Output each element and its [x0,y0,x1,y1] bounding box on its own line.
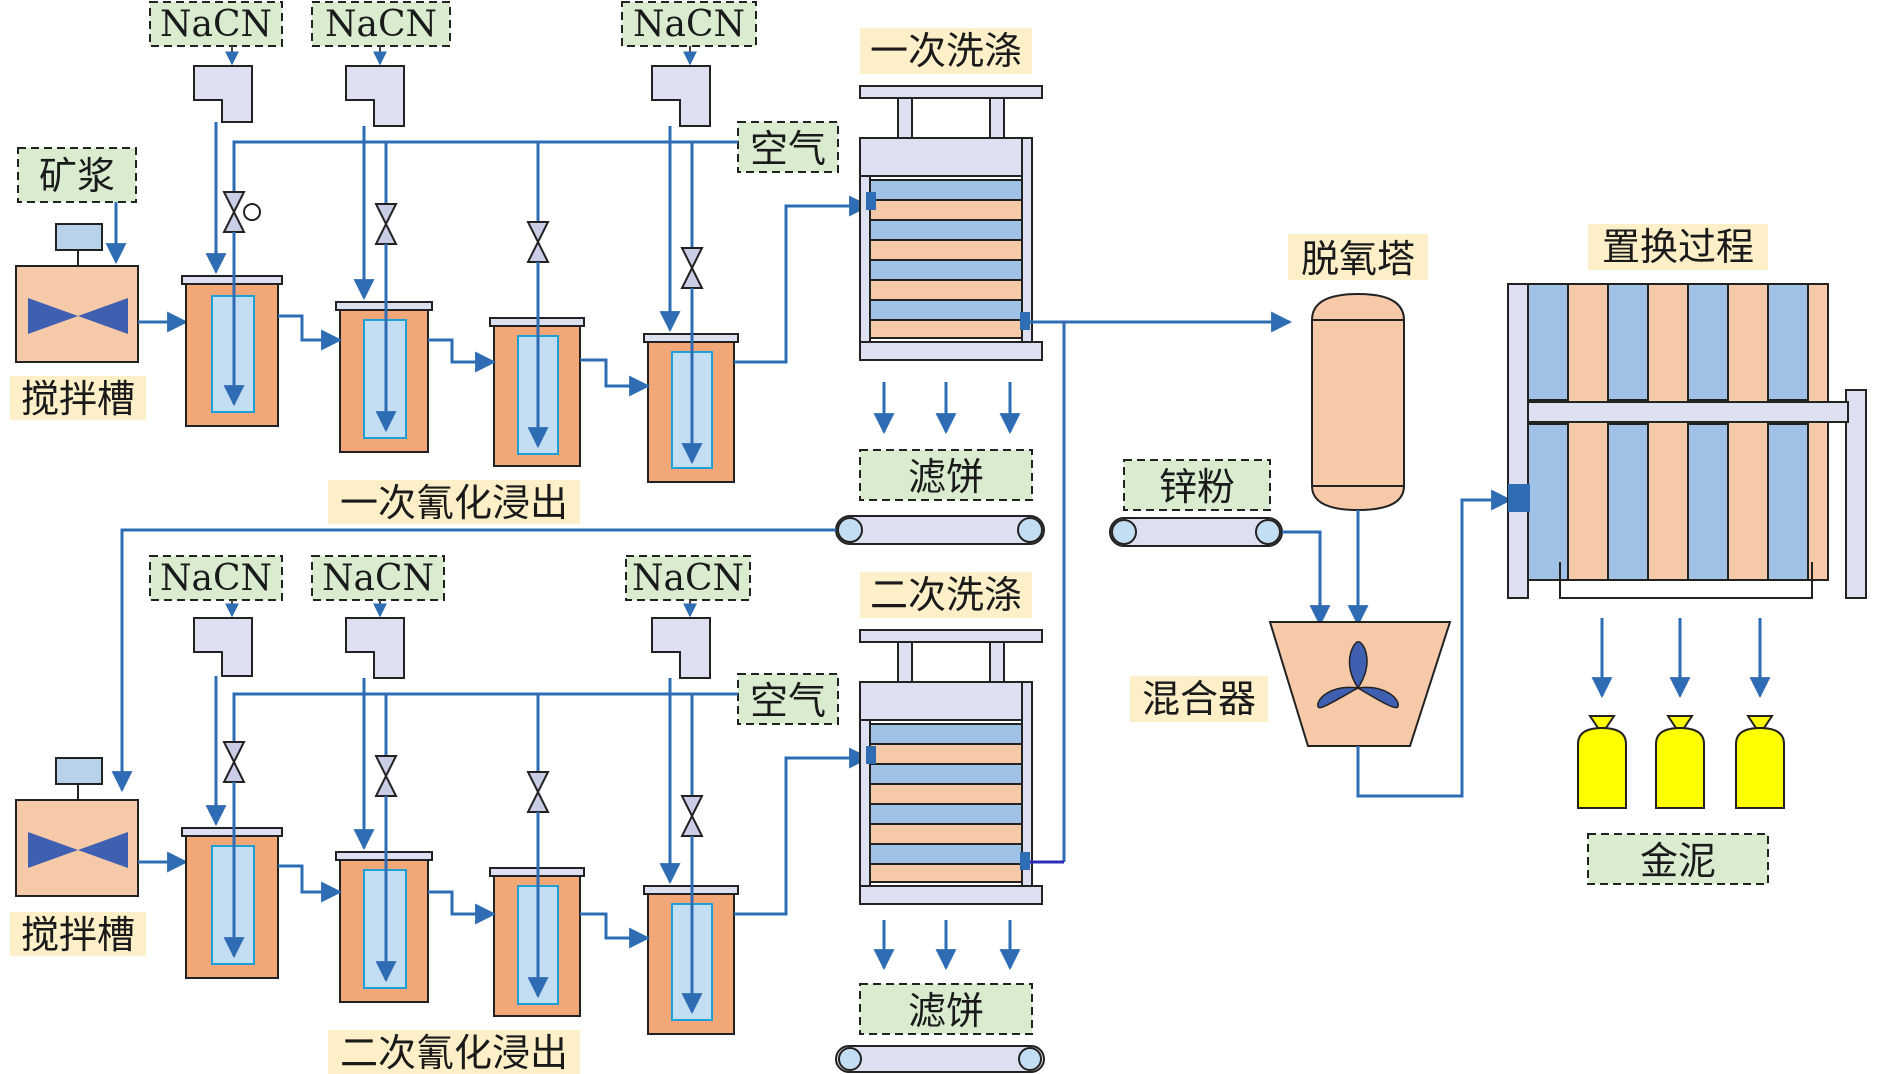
leach-tank [643,678,739,1035]
reagent-hopper [193,65,253,123]
filter-press: 一次洗涤 [859,28,1043,361]
nacn-label: NaCN [632,558,744,599]
nacn-box: NaCN [311,1,451,47]
agitator-icon [28,298,128,334]
nacn-label: NaCN [325,4,437,45]
slurry-label: 矿浆 [39,154,115,198]
nacn-box: NaCN [625,555,751,601]
replace-label: 置换过程 [1602,225,1754,269]
nacn-box: NaCN [149,555,283,601]
filter-cake-box: 滤饼 [859,449,1033,501]
reagent-hopper [651,617,711,679]
gold-mud-box: 金泥 [1587,833,1769,885]
leach-tank [335,678,433,1003]
valve-icon[interactable] [222,741,246,783]
valve-icon[interactable] [680,795,704,837]
nacn-label: NaCN [160,558,272,599]
zinc-powder-box: 锌粉 [1123,459,1271,511]
reagent-hopper [193,617,253,677]
reagent-hopper [651,65,711,127]
leach-tank [181,676,283,979]
conveyor-belt [835,1045,1045,1073]
wash-label: 二次洗涤 [870,573,1022,617]
air-box: 空气 [737,121,839,173]
deox-label: 脱氧塔 [1301,237,1415,281]
tank-label: 搅拌槽 [21,913,135,957]
leach-tank [335,126,433,453]
leach-tank [489,262,585,467]
replacement-filter: 置换过程 [1507,224,1867,599]
air-label: 空气 [750,679,826,723]
stage-one: NaCN NaCN NaCN 矿浆 搅拌槽 [10,1,1293,862]
nacn-label: NaCN [633,4,745,45]
slurry-box: 矿浆 [17,147,137,203]
valve-icon[interactable] [374,203,398,245]
gold-bag-icon [1577,715,1627,809]
valve-icon[interactable] [374,755,398,797]
valve-icon[interactable] [526,221,550,263]
gold-label: 金泥 [1640,839,1716,883]
valve-icon[interactable] [222,191,261,233]
mixer [1268,621,1452,747]
agitator-icon [28,832,128,868]
leach-tank [489,812,585,1017]
nacn-label: NaCN [160,4,272,45]
agitation-tank [15,223,139,363]
zinc-label: 锌粉 [1159,465,1235,509]
cake-label: 滤饼 [908,455,984,499]
mixer-label: 混合器 [1142,677,1256,721]
conveyor-belt [835,515,1045,545]
nacn-box: NaCN [149,1,283,47]
stage-two: NaCN NaCN NaCN 搅拌槽 空气 [10,555,1064,1074]
cake-label: 滤饼 [908,989,984,1033]
filter-press: 二次洗涤 [859,572,1043,905]
valve-icon[interactable] [526,771,550,813]
gold-bag-icon [1655,715,1705,809]
wash-label: 一次洗涤 [870,29,1022,73]
leach-tank [643,126,739,483]
deoxygenation-tower: 脱氧塔 [1288,234,1428,512]
conveyor-belt [1109,517,1283,547]
agitation-tank [15,757,139,897]
nacn-label: NaCN [322,558,434,599]
gold-bag-icon [1735,715,1785,809]
air-box: 空气 [737,673,839,725]
stage-label: 二次氰化浸出 [340,1031,568,1074]
air-label: 空气 [750,127,826,171]
nacn-box: NaCN [311,555,445,601]
reagent-hopper [345,617,405,679]
filter-cake-box: 滤饼 [859,983,1033,1035]
stage-label: 一次氰化浸出 [340,481,568,525]
valve-icon[interactable] [680,247,704,289]
reagent-hopper [345,65,405,127]
leach-tank [181,122,283,427]
nacn-box: NaCN [621,1,757,47]
tank-label: 搅拌槽 [21,377,135,421]
